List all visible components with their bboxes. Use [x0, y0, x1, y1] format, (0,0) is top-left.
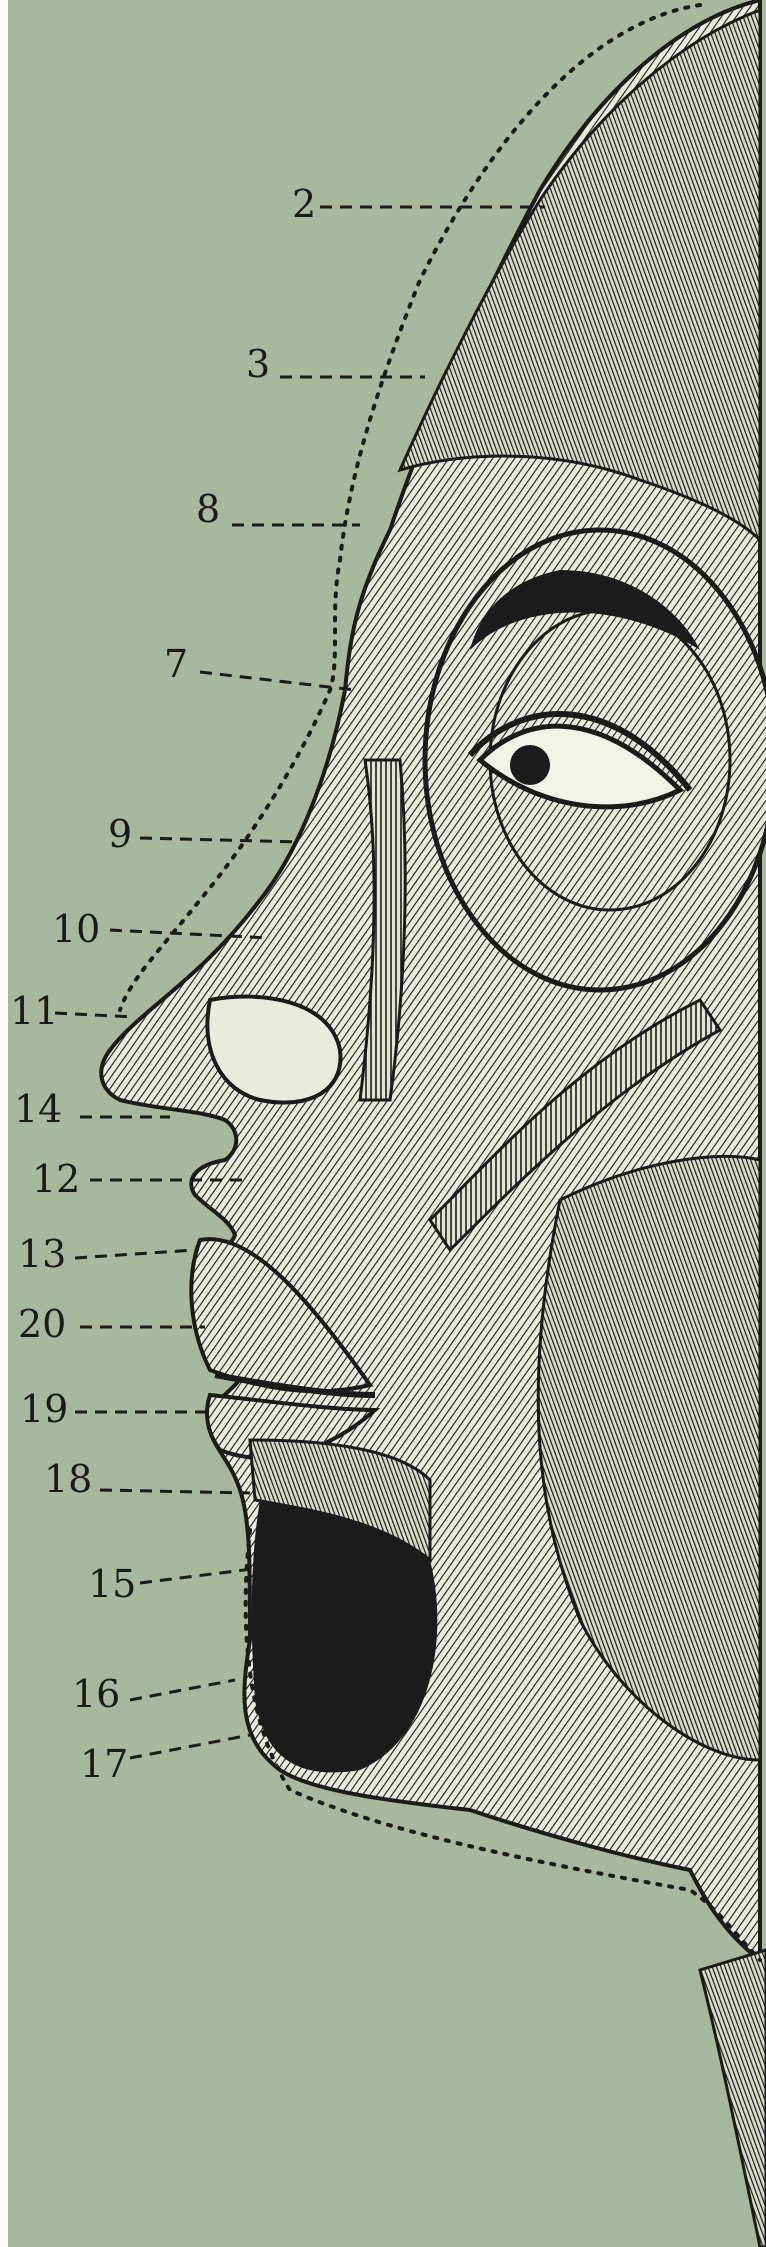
- label-16: 16: [72, 1675, 120, 1713]
- leader-16: [130, 1680, 235, 1700]
- label-18: 18: [44, 1460, 92, 1498]
- label-2: 2: [292, 185, 316, 223]
- label-10: 10: [52, 910, 100, 948]
- leader-18: [100, 1490, 250, 1493]
- leader-9: [140, 838, 300, 842]
- leader-11: [55, 1013, 135, 1017]
- label-13: 13: [18, 1235, 66, 1273]
- label-7: 7: [164, 645, 188, 683]
- label-20: 20: [18, 1305, 66, 1343]
- iris: [510, 745, 550, 785]
- label-19: 19: [20, 1390, 68, 1428]
- leader-15: [140, 1568, 260, 1583]
- label-12: 12: [32, 1160, 80, 1198]
- neck: [700, 1950, 766, 2247]
- label-11: 11: [10, 992, 58, 1030]
- label-3: 3: [246, 345, 270, 383]
- label-14: 14: [14, 1090, 62, 1128]
- label-8: 8: [196, 490, 220, 528]
- label-9: 9: [108, 815, 132, 853]
- label-15: 15: [88, 1565, 136, 1603]
- frontalis-muscle: [400, 10, 760, 540]
- label-17: 17: [80, 1745, 128, 1783]
- leader-17: [130, 1735, 250, 1758]
- leader-13: [75, 1250, 195, 1258]
